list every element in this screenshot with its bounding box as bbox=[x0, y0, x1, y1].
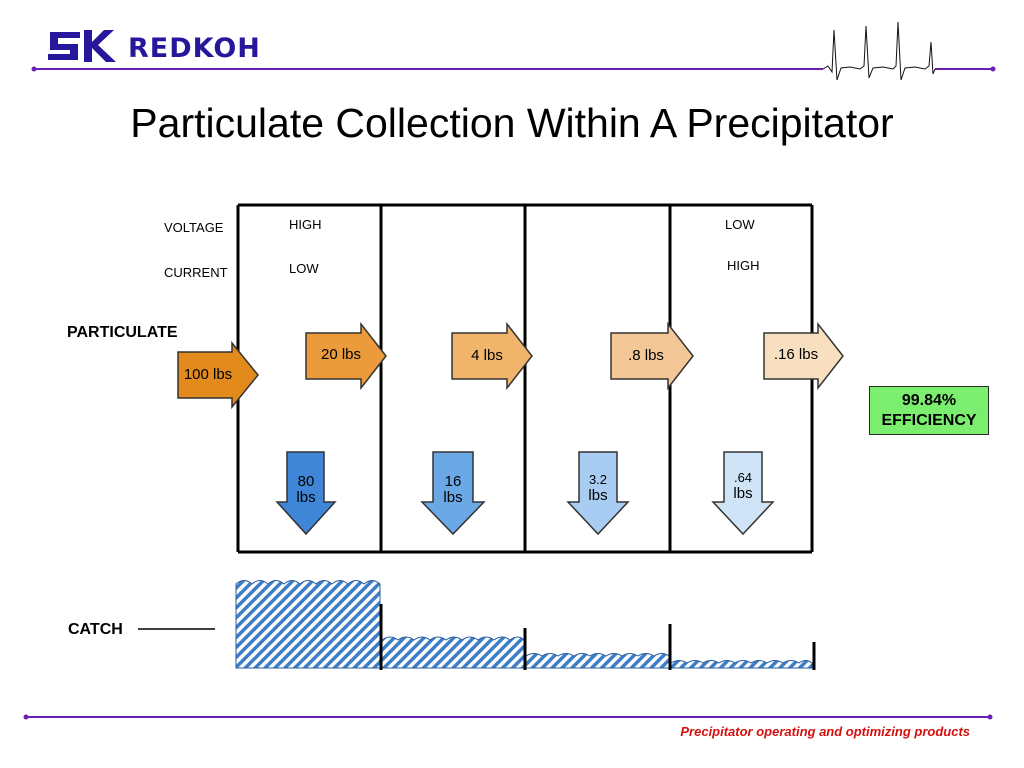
collected-3-value: 3.2 bbox=[588, 472, 608, 487]
flow-arrow-5-label: .16 lbs bbox=[773, 346, 819, 363]
flow-arrow-1-label: 100 lbs bbox=[183, 366, 233, 383]
precipitator-diagram bbox=[138, 203, 844, 670]
flow-arrow-3 bbox=[451, 321, 533, 391]
brand-name: REDKOH bbox=[128, 33, 261, 64]
collected-1-unit: lbs bbox=[296, 489, 316, 506]
collected-1-value: 80 bbox=[297, 473, 315, 490]
flow-arrow-5 bbox=[763, 321, 844, 391]
page-title: Particulate Collection Within A Precipit… bbox=[130, 100, 894, 146]
collected-2-value: 16 bbox=[444, 473, 462, 490]
catch-bin-2 bbox=[381, 636, 525, 669]
collected-arrow-3 bbox=[566, 451, 630, 536]
current-label: CURRENT bbox=[164, 265, 228, 280]
flow-arrow-1 bbox=[177, 340, 259, 410]
particulate-label: PARTICULATE bbox=[67, 324, 178, 341]
catch-bin-4 bbox=[670, 660, 813, 669]
catch-bin-3 bbox=[525, 653, 670, 669]
collected-arrows bbox=[275, 451, 775, 536]
flow-arrow-4 bbox=[610, 321, 694, 391]
header-divider bbox=[31, 21, 996, 81]
footer-tagline: Precipitator operating and optimizing pr… bbox=[680, 724, 970, 739]
collected-arrow-1 bbox=[275, 451, 337, 536]
redkoh-logo-icon bbox=[48, 30, 116, 62]
collected-3-unit: lbs bbox=[588, 487, 608, 504]
flow-arrow-3-label: 4 lbs bbox=[471, 347, 503, 364]
zone-4-voltage: LOW bbox=[725, 217, 755, 232]
catch-walls bbox=[379, 604, 816, 670]
collected-4-unit: lbs bbox=[733, 485, 753, 502]
zone-1-voltage: HIGH bbox=[289, 217, 322, 232]
collected-4-value: .64 bbox=[733, 470, 753, 485]
flow-arrow-2 bbox=[305, 321, 387, 391]
collected-arrow-1-label: 80 lbs bbox=[281, 474, 331, 506]
collected-2-unit: lbs bbox=[443, 489, 463, 506]
efficiency-box: 99.84% EFFICIENCY bbox=[869, 386, 989, 435]
flow-arrow-4-label: .8 lbs bbox=[628, 347, 664, 364]
catch-bin-1 bbox=[235, 580, 381, 669]
zone-4-current: HIGH bbox=[727, 258, 760, 273]
flow-arrow-2-label: 20 lbs bbox=[320, 346, 362, 363]
collected-arrow-3-label: 3.2 lbs bbox=[573, 472, 623, 504]
collected-arrow-4-label: .64 lbs bbox=[718, 470, 768, 502]
catch-label: CATCH bbox=[68, 621, 123, 638]
voltage-label: VOLTAGE bbox=[164, 220, 224, 235]
flow-arrows bbox=[177, 321, 844, 410]
catch-deposits bbox=[235, 580, 813, 669]
collected-arrow-2-label: 16 lbs bbox=[428, 474, 478, 506]
collected-arrow-2 bbox=[420, 451, 486, 536]
footer-divider bbox=[23, 714, 993, 720]
efficiency-value: 99.84% bbox=[901, 392, 957, 409]
zone-1-current: LOW bbox=[289, 261, 319, 276]
efficiency-label: EFFICIENCY bbox=[881, 412, 977, 429]
collected-arrow-4 bbox=[711, 451, 775, 536]
